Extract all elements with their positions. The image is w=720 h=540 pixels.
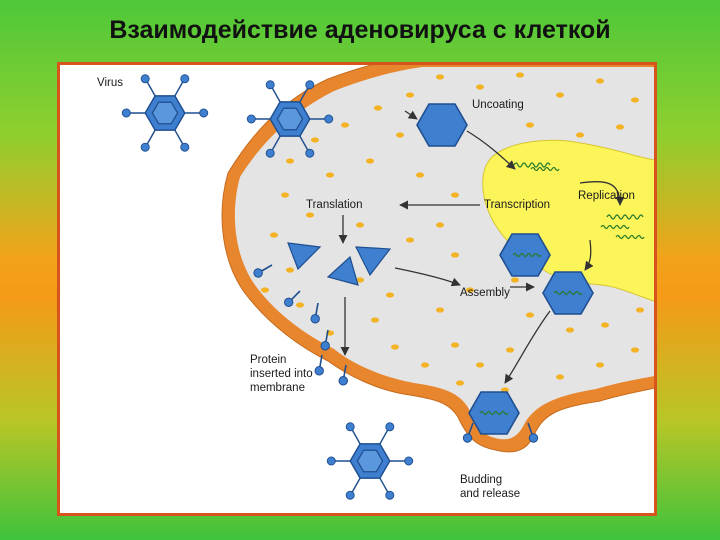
diagram-frame: Virus Uncoating Translation Transcriptio… bbox=[57, 62, 657, 516]
process-arrows bbox=[338, 110, 625, 384]
virion-1 bbox=[121, 74, 209, 152]
arrow-to-budding bbox=[504, 310, 551, 384]
arrow-to-nucleus bbox=[466, 130, 516, 170]
label-protein-line3: membrane bbox=[250, 382, 305, 394]
label-virus: Virus bbox=[97, 77, 123, 89]
label-budding-line1: Budding bbox=[460, 474, 502, 486]
label-assembly: Assembly bbox=[460, 287, 510, 299]
assembled-capsid bbox=[542, 271, 594, 315]
slide-title: Взаимодействие аденовируса с клеткой bbox=[109, 16, 611, 44]
label-replication: Replication bbox=[578, 190, 635, 202]
arrow-to-assembly bbox=[394, 267, 461, 287]
viral-proteins bbox=[287, 242, 392, 286]
arrow-replication bbox=[579, 181, 625, 206]
budding-capsid bbox=[468, 391, 520, 435]
label-protein-line2: inserted into bbox=[250, 368, 313, 380]
arrow-to-uncoating bbox=[404, 110, 418, 120]
arrow-replication-2 bbox=[584, 239, 594, 271]
adenovirus-diagram: Virus Uncoating Translation Transcriptio… bbox=[97, 65, 654, 500]
nucleus bbox=[482, 139, 654, 302]
label-transcription: Transcription bbox=[484, 199, 550, 211]
nuclear-capsid bbox=[499, 233, 551, 277]
uncoating-capsid bbox=[416, 103, 468, 147]
label-budding-line2: and release bbox=[460, 488, 520, 500]
virion-released bbox=[326, 422, 414, 500]
label-protein-line1: Protein bbox=[250, 354, 286, 366]
label-uncoating: Uncoating bbox=[472, 99, 524, 111]
label-translation: Translation bbox=[306, 199, 362, 211]
